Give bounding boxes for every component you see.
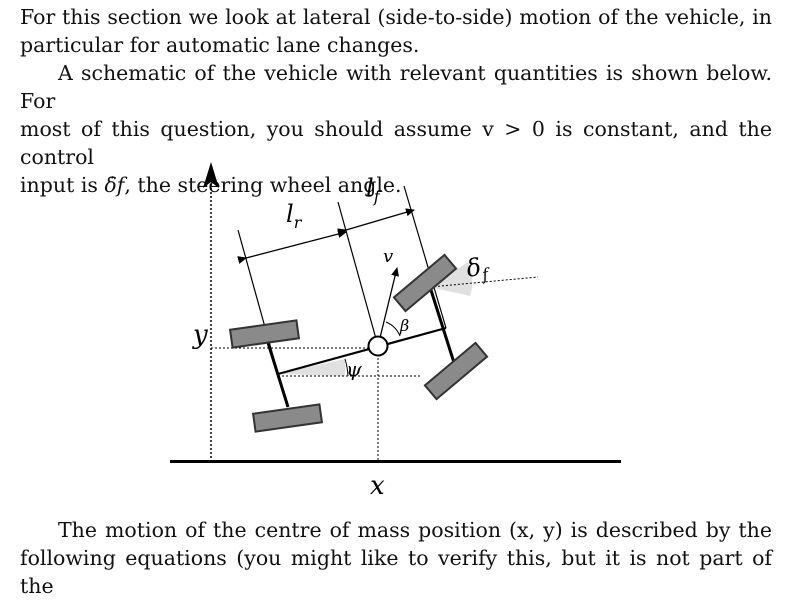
- steering-rate-symbol: δ̇f: [104, 173, 125, 197]
- y-axis-label: y: [192, 320, 208, 350]
- l-f-dimension: [337, 208, 415, 237]
- y-axis-arrow-icon: [203, 162, 219, 188]
- l-f-label: lf: [366, 174, 383, 206]
- paragraph-3-line-2: following equations (you might like to v…: [20, 546, 772, 598]
- center-of-mass-marker: [367, 335, 389, 357]
- delta-angle-shading: [430, 262, 473, 296]
- x-axis-label: x: [370, 471, 385, 501]
- vehicle-body-line: [277, 326, 447, 376]
- beta-angle-arc: [385, 321, 401, 337]
- l-r-label: lr: [286, 200, 303, 232]
- paragraph-2-line-3: input is δ̇f, the steering wheel angle.: [20, 171, 772, 199]
- rear-right-wheel: [251, 403, 324, 433]
- psi-label: ψ: [346, 357, 362, 381]
- paragraph-1: For this section we look at lateral (sid…: [20, 3, 772, 59]
- paragraph-3: The motion of the centre of mass positio…: [20, 516, 772, 600]
- velocity-vector: [377, 267, 399, 347]
- front-axle: [428, 286, 458, 370]
- front-right-wheel: [423, 341, 489, 401]
- paragraph-2-line-2: most of this question, you should assume…: [20, 117, 772, 169]
- l-r-dimension: [237, 230, 347, 264]
- delta-f-label: δf: [464, 251, 493, 287]
- paragraph-2-line-3-prefix: input is: [20, 173, 105, 197]
- velocity-label: v: [383, 246, 393, 267]
- paragraph-1-line-1: For this section we look at lateral (sid…: [20, 5, 772, 29]
- paragraph-2-line-1: A schematic of the vehicle with relevant…: [20, 61, 772, 113]
- psi-angle-arc: [344, 358, 349, 377]
- cm-extension-line: [337, 201, 379, 347]
- rear-left-wheel: [228, 319, 301, 349]
- paragraph-1-line-2: particular for automatic lane changes.: [20, 33, 420, 57]
- paragraph-2-line-3-suffix: , the steering wheel angle.: [124, 173, 402, 197]
- psi-angle-shading: [278, 359, 345, 376]
- paragraph-2: A schematic of the vehicle with relevant…: [20, 59, 772, 199]
- paragraph-3-line-1: The motion of the centre of mass positio…: [58, 518, 772, 542]
- beta-label: β: [399, 316, 409, 335]
- front-left-wheel: [392, 253, 458, 313]
- rear-axle: [263, 332, 290, 408]
